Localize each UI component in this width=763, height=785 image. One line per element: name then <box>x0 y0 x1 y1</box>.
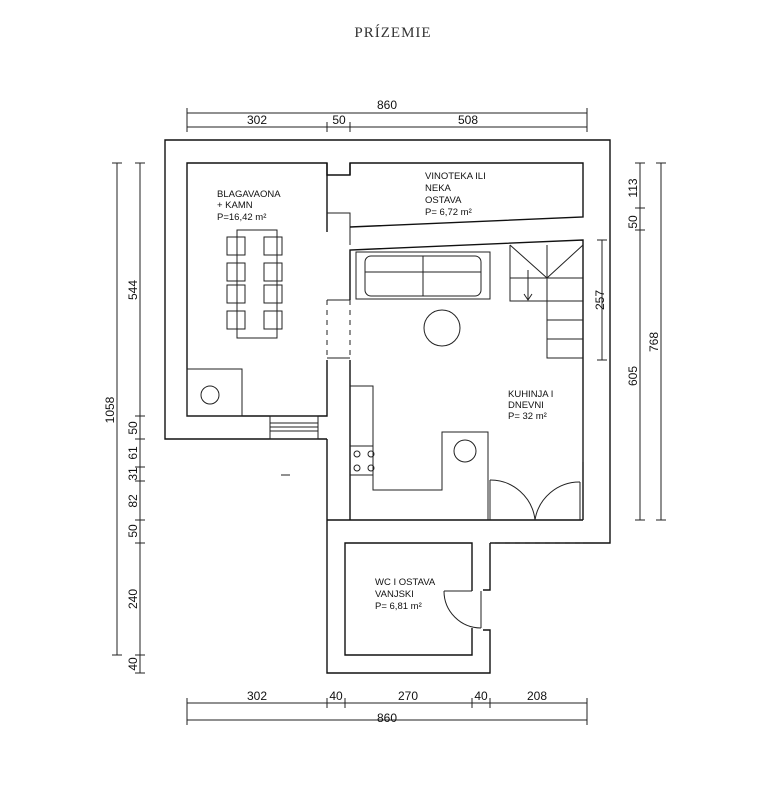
dim-top-total: 860 <box>377 98 397 112</box>
dining-table <box>226 229 283 339</box>
dim-label: 605 <box>626 366 640 386</box>
dim-label: 40 <box>126 657 140 671</box>
room-area-kitchen: P= 32 m² <box>508 411 547 422</box>
dim-label: 113 <box>626 178 640 197</box>
dim-label: 40 <box>329 689 343 703</box>
coffee-table <box>423 309 461 347</box>
dim-label: 82 <box>126 494 140 508</box>
room-label-kitchen-2: DNEVNI <box>508 400 544 411</box>
dining-room: BLAGAVAONA + KAMN P=16,42 m² <box>186 162 351 476</box>
dim-label: 270 <box>398 689 418 703</box>
dim-label: 240 <box>126 589 140 609</box>
dimensions-top: 860 302 50 508 <box>186 98 588 132</box>
staircase <box>509 244 584 359</box>
dim-label: 508 <box>458 113 478 127</box>
fireplace <box>186 368 243 417</box>
kitchen-counter <box>350 385 489 520</box>
dim-label: 61 <box>126 446 140 460</box>
room-label-wine-3: OSTAVA <box>425 195 462 206</box>
dim-label: 50 <box>126 524 140 538</box>
room-area-dining: P=16,42 m² <box>217 212 266 223</box>
dim-label: 50 <box>626 215 640 229</box>
room-label-kitchen: KUHINJA I <box>508 389 553 400</box>
wine-storage-room: VINOTEKA ILI NEKA OSTAVA P= 6,72 m² <box>349 162 584 228</box>
dim-label: 31 <box>126 467 140 481</box>
dim-left-total: 1058 <box>103 396 117 423</box>
dim-label: 50 <box>332 113 346 127</box>
dimensions-right: 113 50 605 768 257 <box>593 162 666 521</box>
dim-label: 50 <box>126 421 140 435</box>
kitchen-living-room: KUHINJA I DNEVNI P= 32 m² <box>349 239 584 544</box>
outer-walls <box>164 139 611 674</box>
room-area-wc: P= 6,81 m² <box>375 601 422 612</box>
dim-right-total: 768 <box>647 332 661 352</box>
dim-stairs: 257 <box>593 290 607 310</box>
room-area-wine: P= 6,72 m² <box>425 207 472 218</box>
room-label-wine-2: NEKA <box>425 183 452 194</box>
sofa <box>355 251 491 300</box>
room-label-wc-2: VANJSKI <box>375 589 414 600</box>
room-label-wine: VINOTEKA ILI <box>425 171 486 182</box>
dim-label: 40 <box>474 689 488 703</box>
dim-bottom-total: 860 <box>377 711 397 725</box>
dim-label: 302 <box>247 113 267 127</box>
dimensions-left: 1058 544 50 61 31 82 50 240 40 <box>103 162 145 674</box>
plan-title: PRÍZEMIE <box>354 24 431 41</box>
wc-storage-room: WC I OSTAVA VANJSKI P= 6,81 m² <box>344 542 482 656</box>
entrance-steps <box>269 415 319 440</box>
room-label-wc: WC I OSTAVA <box>375 577 436 588</box>
dim-label: 544 <box>126 280 140 300</box>
dim-label: 208 <box>527 689 547 703</box>
double-door <box>489 479 581 521</box>
dimensions-bottom: 302 40 270 40 208 860 <box>186 689 588 725</box>
room-label-dining-2: + KAMN <box>217 200 253 211</box>
room-label-dining: BLAGAVAONA <box>217 189 281 200</box>
dim-label: 302 <box>247 689 267 703</box>
